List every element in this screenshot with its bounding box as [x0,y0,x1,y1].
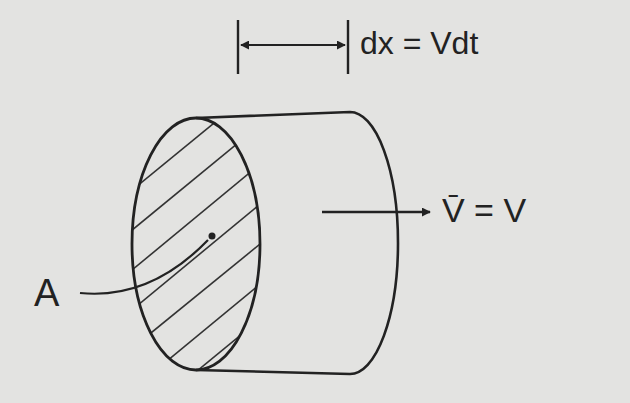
dimension-arrow [241,44,345,46]
cylinder-body [196,112,398,374]
velocity-arrow [322,211,430,213]
area-face [132,118,260,370]
face-hatching [120,100,265,385]
dimension-tick [347,20,349,74]
dimension-tick [237,20,239,74]
dimension-label: dx = Vdt [360,22,478,65]
velocity-label: V̄ = V [442,188,526,234]
area-label: A [34,268,59,319]
centroid-dot [209,233,216,240]
leader-line [80,240,208,294]
